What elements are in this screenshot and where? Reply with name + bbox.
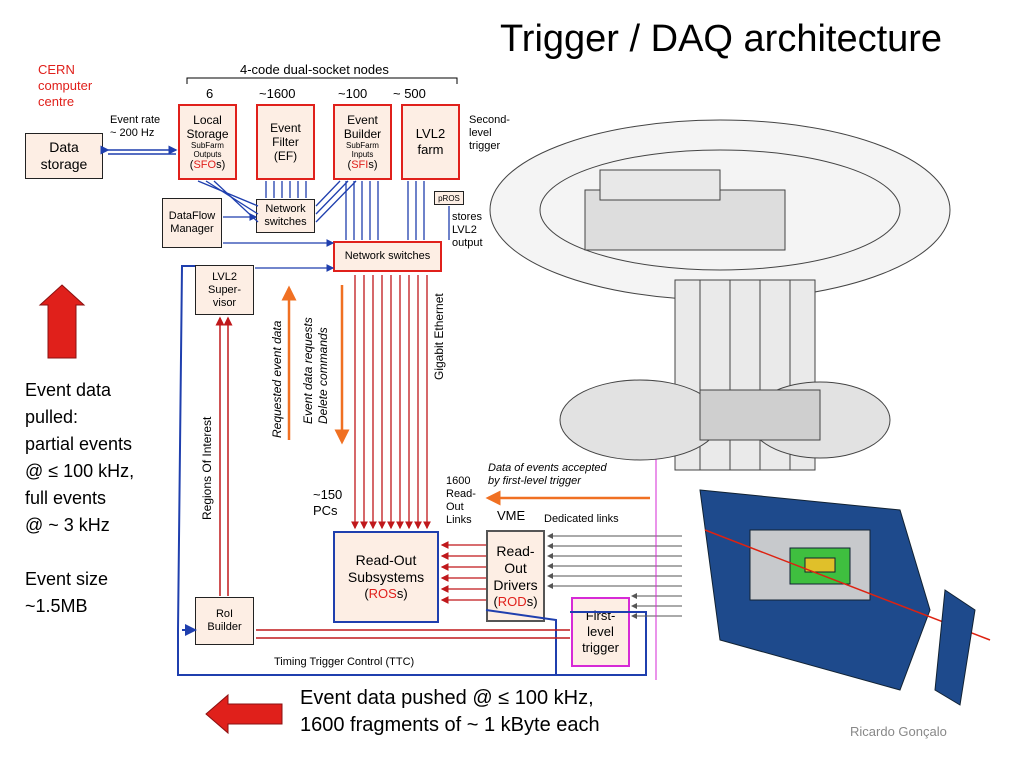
cavern-illustration — [489, 119, 951, 471]
count-ef: ~1600 — [259, 86, 296, 101]
vme-label: VME — [497, 508, 526, 523]
nodes-header: 4-code dual-socket nodes — [240, 62, 389, 77]
pros-box: pROS — [434, 191, 464, 205]
top-arrows — [197, 180, 450, 240]
count-lvl2: ~ 500 — [393, 86, 426, 101]
dfm-links — [223, 213, 335, 272]
count-sfi: ~100 — [338, 86, 368, 101]
roi-links — [215, 316, 570, 639]
bottom-summary-text: Event data pushed @ ≤ 100 kHz,1600 fragm… — [300, 687, 600, 736]
gigabit-links — [351, 275, 431, 530]
storage-link — [100, 145, 178, 155]
count-sfo: 6 — [206, 86, 214, 101]
orange-arrows — [281, 285, 650, 506]
up-red-arrow — [38, 284, 86, 359]
network-switches-main-box: Network switches — [333, 241, 442, 272]
nodes-bracket — [186, 77, 458, 84]
event-rate-label: Event rate~ 200 Hz — [110, 114, 161, 139]
detector-illustration — [699, 489, 991, 706]
left-red-arrow — [205, 693, 283, 735]
page-title: Trigger / DAQ architecture — [500, 18, 943, 60]
dedicated-links-label: Dedicated links — [544, 513, 619, 525]
ttc-loop — [177, 265, 647, 676]
dedicated-links — [547, 533, 682, 619]
rod-ros-links — [440, 541, 486, 604]
ttc-label: Timing Trigger Control (TTC) — [274, 656, 415, 668]
author-credit: Ricardo Gonçalo — [850, 724, 947, 739]
